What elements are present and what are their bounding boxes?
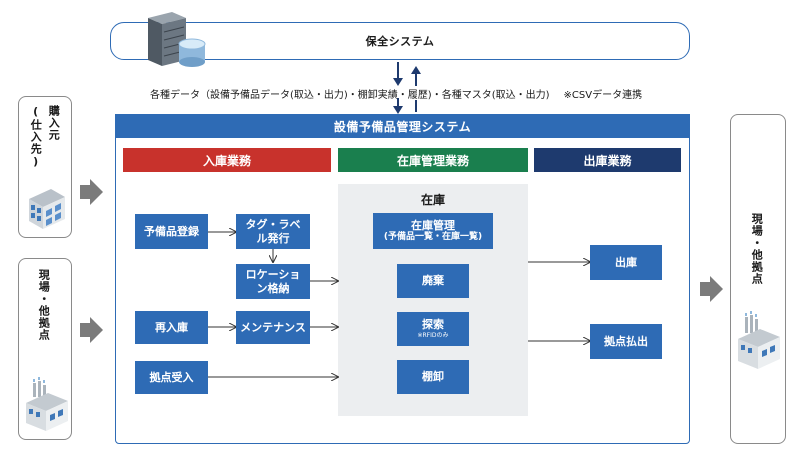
section-inventory: 在庫管理業務 xyxy=(338,148,528,172)
site-destination-label: 現場・他拠点 xyxy=(750,213,764,285)
site-destination-box: 現場・他拠点 xyxy=(730,114,786,444)
location-storage-label: ロケーション格納 xyxy=(245,267,301,295)
shipment-label: 出庫 xyxy=(615,255,637,269)
section-inbound: 入庫業務 xyxy=(123,148,331,172)
stocktaking-label: 棚卸 xyxy=(422,370,444,384)
inbound-arrow-2-stem xyxy=(80,323,90,337)
disposal-label: 廃棄 xyxy=(422,274,444,288)
section-outbound-label: 出庫業務 xyxy=(583,153,632,168)
supplier-box: 購入元 (仕入先) xyxy=(18,96,72,238)
stock-management-label: 在庫管理 xyxy=(411,218,455,232)
inbound-arrow-1 xyxy=(90,179,103,205)
inbound-arrow-1-stem xyxy=(80,185,90,199)
supplier-label: 購入元 xyxy=(47,105,61,141)
re-entry-box: 再入庫 xyxy=(135,311,208,344)
site-source-box: 現場・他拠点 xyxy=(18,258,72,440)
section-inventory-label: 在庫管理業務 xyxy=(396,153,469,168)
main-system-title-text: 設備予備品管理システム xyxy=(333,119,472,134)
main-system-title: 設備予備品管理システム xyxy=(115,114,690,138)
section-outbound: 出庫業務 xyxy=(534,148,681,172)
shipment-box: 出庫 xyxy=(590,245,662,280)
search-note: ※RFIDのみ xyxy=(417,332,449,340)
outbound-arrow-stem xyxy=(700,282,710,296)
building-icon xyxy=(29,189,65,229)
site-receipt-box: 拠点受入 xyxy=(135,361,208,394)
site-source-label: 現場・他拠点 xyxy=(37,269,51,341)
supplier-paren: (仕入先) xyxy=(29,105,43,169)
data-exchange-text: 各種データ（設備予備品データ(取込・出力)・棚卸実績・履歴)・各種マスタ(取込・… xyxy=(150,86,642,101)
stocktaking-box: 棚卸 xyxy=(397,360,469,394)
outbound-arrow xyxy=(710,276,723,302)
csv-note: ※CSVデータ連携 xyxy=(563,90,643,101)
site-payout-box: 拠点払出 xyxy=(590,324,662,359)
tag-label-issue-label: タグ・ラベル発行 xyxy=(245,217,301,245)
search-label: 探索 xyxy=(422,318,444,332)
site-payout-label: 拠点払出 xyxy=(604,334,648,348)
inventory-title: 在庫 xyxy=(420,193,445,207)
tag-label-issue-box: タグ・ラベル発行 xyxy=(236,214,310,249)
server-icon xyxy=(148,12,206,67)
stock-management-sub: (予備品一覧・在庫一覧) xyxy=(383,232,483,243)
location-storage-box: ロケーション格納 xyxy=(236,264,310,299)
section-inbound-label: 入庫業務 xyxy=(202,153,251,168)
inbound-arrow-2 xyxy=(90,317,103,343)
factory-icon xyxy=(738,311,780,369)
factory-icon xyxy=(26,377,68,431)
site-receipt-label: 拠点受入 xyxy=(149,370,194,384)
disposal-box: 廃棄 xyxy=(397,264,469,298)
stock-management-box: 在庫管理 (予備品一覧・在庫一覧) xyxy=(373,213,493,249)
maintenance-box: メンテナンス xyxy=(236,311,310,344)
spare-registration-box: 予備品登録 xyxy=(135,214,208,249)
data-exchange-desc: 各種データ（設備予備品データ(取込・出力)・棚卸実績・履歴)・各種マスタ(取込・… xyxy=(150,90,550,101)
spare-registration-label: 予備品登録 xyxy=(144,224,199,238)
re-entry-label: 再入庫 xyxy=(155,320,188,334)
maintenance-label: メンテナンス xyxy=(240,320,306,334)
search-box: 探索 ※RFIDのみ xyxy=(397,312,469,346)
maintenance-system-box: 保全システム xyxy=(110,22,690,60)
maintenance-system-label: 保全システム xyxy=(365,35,435,48)
